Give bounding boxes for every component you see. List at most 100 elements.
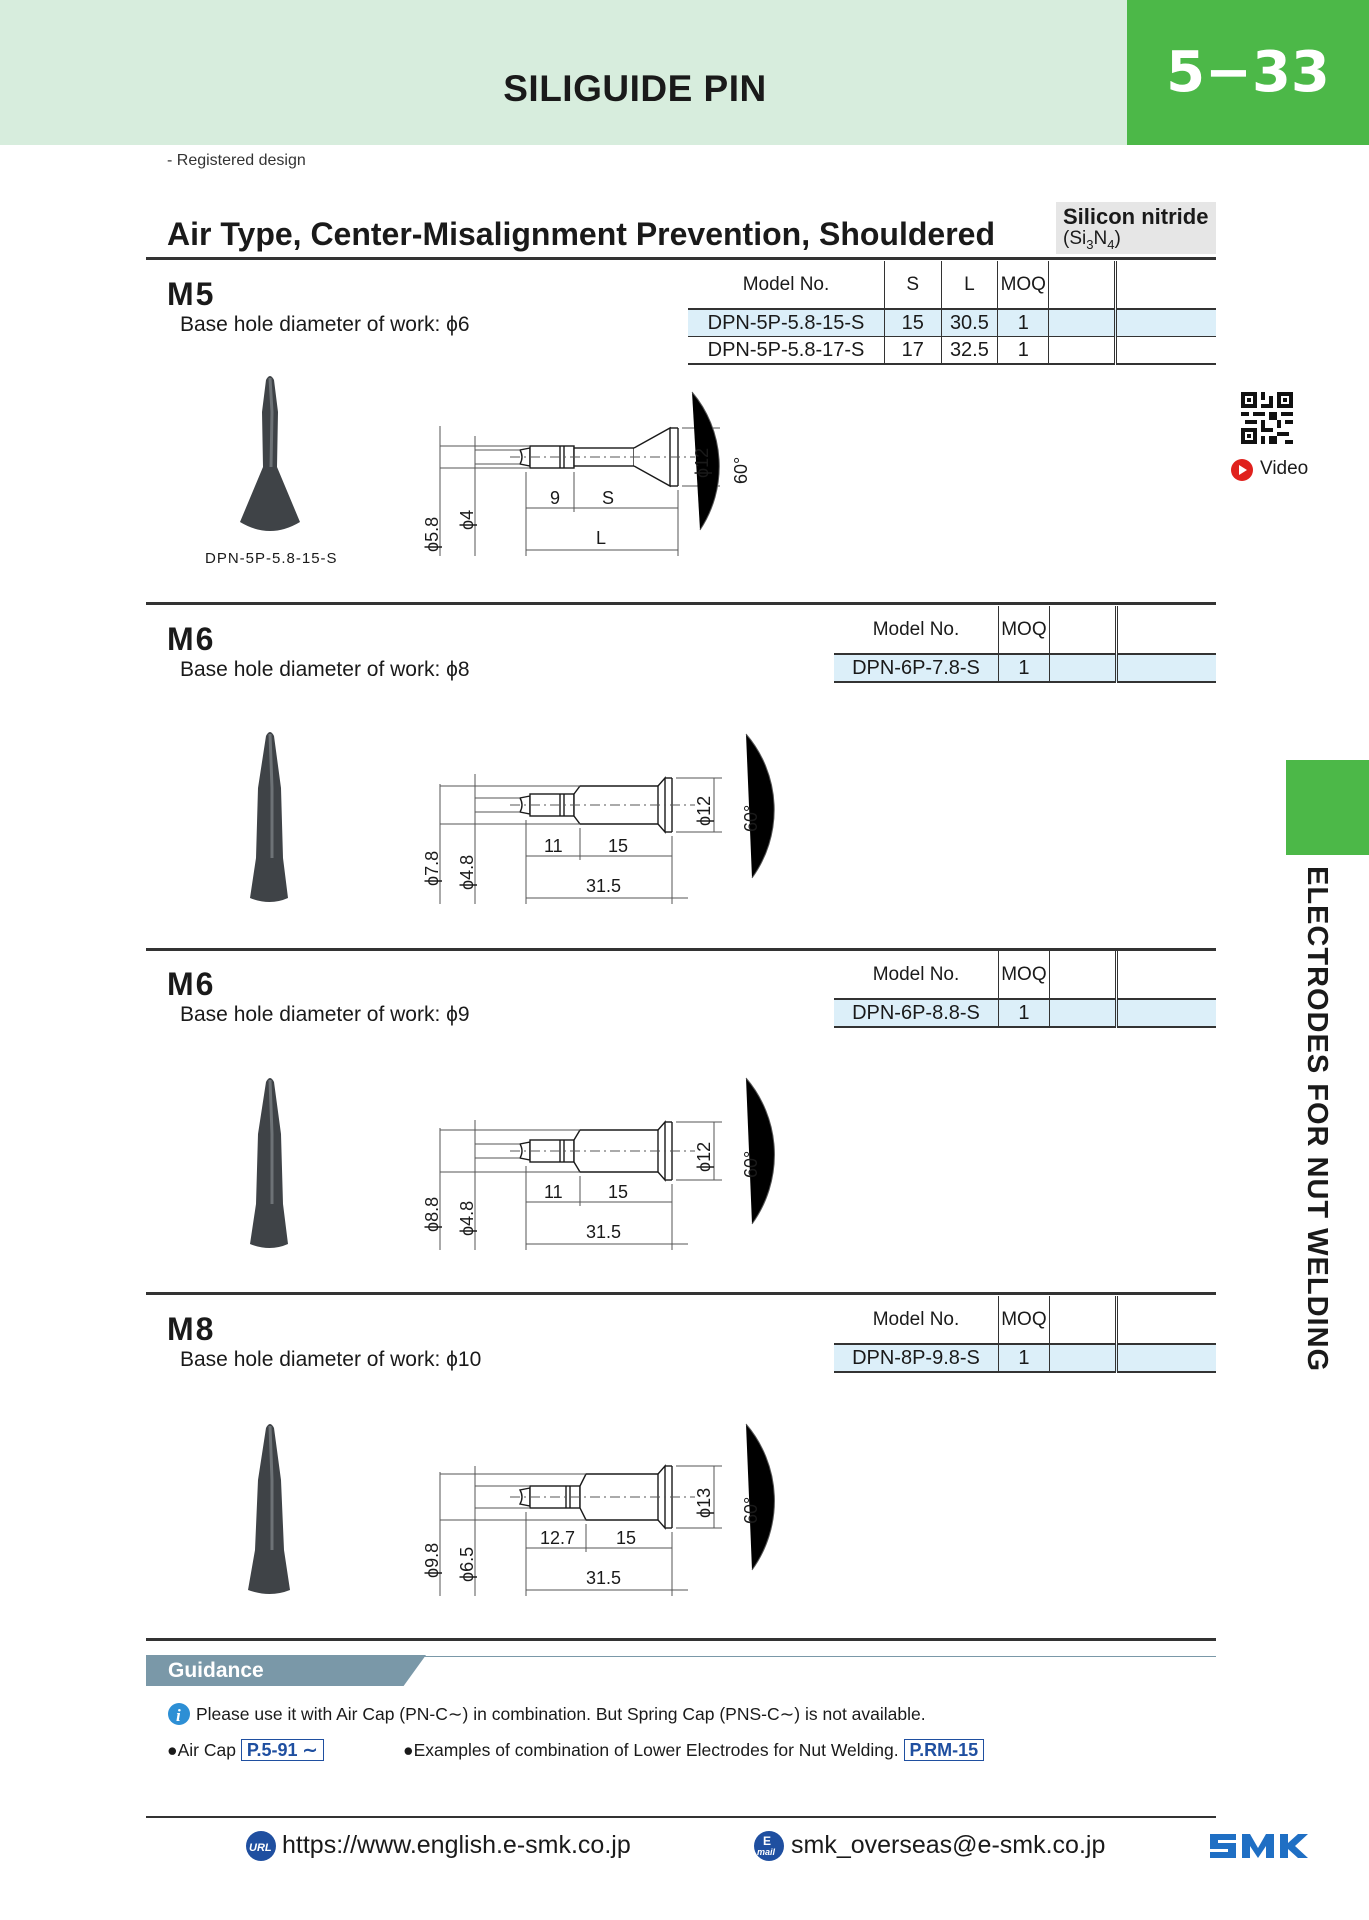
header-band	[0, 0, 1127, 145]
pin-photo	[250, 732, 288, 902]
pin-photo	[248, 1424, 290, 1594]
play-icon[interactable]	[1230, 458, 1254, 482]
qr-code[interactable]	[1241, 392, 1293, 444]
moq-value: 1	[997, 336, 1049, 365]
guidance-label: Guidance	[168, 1659, 264, 1682]
section-title: Air Type, Center-Misalignment Prevention…	[167, 216, 995, 252]
dim-outer: ϕ9.8	[422, 1543, 442, 1578]
technical-drawing: 9 S L ϕ5.8 ϕ4 ϕ12 60°	[422, 391, 751, 556]
side-tab-label: ELECTRODES FOR NUT WELDING	[1301, 866, 1333, 1373]
base-hole-diameter: Base hole diameter of work: ϕ8	[180, 658, 470, 681]
model-number: DPN-6P-8.8-S	[834, 998, 999, 1028]
dim-a: 9	[550, 488, 560, 508]
blank-cell	[1048, 1343, 1117, 1373]
size-label: M6	[167, 621, 216, 657]
url-icon: URL	[246, 1831, 276, 1861]
col-header-blank	[1114, 261, 1216, 309]
guidance-note: Please use it with Air Cap (PN-C∼) in co…	[196, 1704, 926, 1724]
moq-value: 1	[997, 998, 1050, 1028]
video-link[interactable]: Video	[1260, 458, 1309, 479]
blank-cell	[1114, 308, 1216, 337]
col-header-blank	[1048, 606, 1117, 654]
website-link[interactable]: https://www.english.e-smk.co.jp	[282, 1831, 631, 1859]
blank-cell	[1114, 653, 1216, 683]
info-icon: i	[168, 1703, 190, 1725]
dim-total: 31.5	[586, 1222, 621, 1242]
dim-outer: ϕ8.8	[422, 1197, 442, 1232]
email-link[interactable]: smk_overseas@e-smk.co.jp	[791, 1831, 1106, 1859]
section-divider	[146, 602, 1216, 605]
table-row: DPN-6P-8.8-S 1	[834, 998, 1216, 1028]
material-name: Silicon nitride	[1063, 204, 1209, 229]
l-value: 30.5	[940, 308, 998, 337]
dim-b: 15	[616, 1528, 636, 1548]
section-divider	[146, 1638, 1216, 1641]
photo-caption: DPN-5P-5.8-15-S	[205, 550, 338, 567]
dim-a: 11	[544, 836, 563, 856]
moq-value: 1	[997, 1343, 1050, 1373]
col-header-blank	[1114, 1296, 1216, 1344]
svg-text:E: E	[763, 1834, 771, 1848]
col-header-blank	[1114, 606, 1216, 654]
spec-table: Model No. MOQ DPN-6P-7.8-S 1	[834, 606, 1216, 683]
dim-b: 15	[608, 1182, 628, 1202]
col-header-blank	[1048, 1296, 1117, 1344]
air-cap-page-link[interactable]: P.5-91 ∼	[240, 1739, 324, 1761]
col-header-blank	[1114, 951, 1216, 999]
section-divider	[146, 948, 1216, 951]
dim-inner: ϕ4	[457, 510, 477, 530]
dim-inner: ϕ4.8	[457, 855, 477, 890]
moq-value: 1	[997, 653, 1050, 683]
url-icon-text: URL	[249, 1842, 272, 1854]
material-formula: (Si3N4)	[1063, 228, 1121, 252]
technical-drawing: 11 15 31.5 ϕ8.8 ϕ4.8 ϕ12 60°	[422, 1077, 775, 1250]
dim-inner: ϕ6.5	[457, 1547, 477, 1582]
guidance-bar	[146, 1655, 426, 1686]
dim-outer: ϕ7.8	[422, 851, 442, 886]
dim-shoulder: ϕ13	[694, 1488, 714, 1518]
mail-icon-text: mail	[757, 1847, 776, 1857]
technical-drawing: 12.7 15 31.5 ϕ9.8 ϕ6.5 ϕ13 60°	[422, 1423, 775, 1596]
blank-cell	[1048, 336, 1116, 365]
base-hole-diameter: Base hole diameter of work: ϕ10	[180, 1348, 482, 1371]
spec-table: Model No. MOQ DPN-8P-9.8-S 1	[834, 1296, 1216, 1373]
col-header-l: L	[940, 261, 998, 309]
moq-value: 1	[997, 308, 1049, 337]
technical-drawing: 11 15 31.5 ϕ7.8 ϕ4.8 ϕ12 60°	[422, 733, 775, 904]
col-header-blank	[1048, 261, 1116, 309]
dim-b: 15	[608, 836, 628, 856]
table-row: DPN-6P-7.8-S 1	[834, 653, 1216, 683]
dim-inner: ϕ4.8	[457, 1201, 477, 1236]
size-label: M5	[167, 276, 216, 312]
side-tab-marker	[1286, 760, 1369, 855]
model-number: DPN-8P-9.8-S	[834, 1343, 999, 1373]
base-hole-diameter: Base hole diameter of work: ϕ6	[180, 313, 470, 336]
blank-cell	[1114, 1343, 1216, 1373]
col-header-s: S	[884, 261, 942, 309]
air-cap-item: ●Air Cap P.5-91 ∼	[167, 1739, 324, 1761]
page-number: 5−33	[1127, 0, 1369, 145]
spec-table: Model No. MOQ DPN-6P-8.8-S 1	[834, 951, 1216, 1028]
size-label: M6	[167, 966, 216, 1002]
l-value: 32.5	[940, 336, 998, 365]
pin-photo	[240, 376, 300, 531]
col-header-blank	[1048, 951, 1117, 999]
col-header-moq: MOQ	[997, 951, 1050, 999]
blank-cell	[1114, 336, 1216, 365]
col-header-model: Model No.	[742, 273, 830, 295]
dim-b: S	[602, 488, 614, 508]
col-header-model: Model No.	[872, 1308, 960, 1330]
dim-total: L	[596, 528, 606, 548]
guidance-divider	[420, 1656, 1216, 1657]
blank-cell	[1048, 998, 1117, 1028]
dim-outer: ϕ5.8	[422, 517, 442, 552]
dim-total: 31.5	[586, 876, 621, 896]
examples-page-link[interactable]: P.RM-15	[903, 1739, 985, 1761]
section-divider	[146, 257, 1216, 260]
size-label: M8	[167, 1311, 216, 1347]
dim-shoulder: ϕ12	[694, 1142, 714, 1172]
table-row: DPN-5P-5.8-17-S 17 32.5 1	[688, 336, 1216, 365]
s-value: 15	[884, 308, 942, 337]
model-number: DPN-6P-7.8-S	[834, 653, 999, 683]
dim-angle: 60°	[741, 805, 761, 832]
